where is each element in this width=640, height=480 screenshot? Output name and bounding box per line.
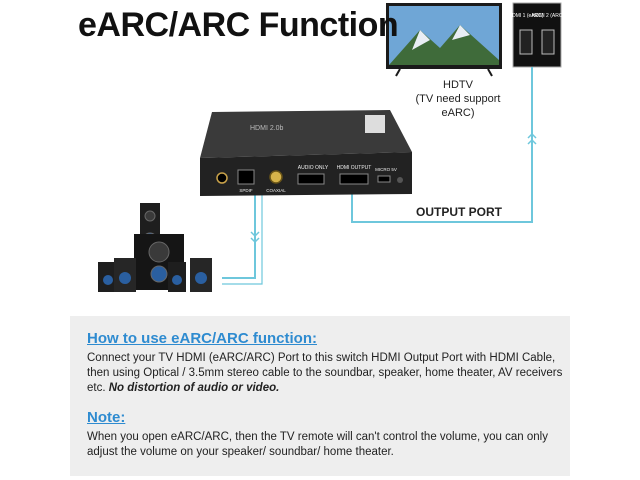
spdif-port-icon <box>237 169 255 185</box>
hdmi2-port-icon <box>541 29 555 55</box>
page-title: eARC/ARC Function <box>78 6 399 44</box>
micro-5v-label: MICRO 5V <box>375 167 397 172</box>
how-to-emphasis: No distortion of audio or video. <box>108 382 280 394</box>
note-heading: Note: <box>87 409 126 426</box>
hdmi-cable <box>351 67 537 223</box>
tv-port2-label: HDMI 2 (ARC) <box>532 13 565 19</box>
audio-jack-icon <box>216 172 228 184</box>
note-text: When you open eARC/ARC, then the TV remo… <box>87 431 548 458</box>
chevron-down-icon <box>250 231 260 238</box>
svg-text:HDMI 2.0b: HDMI 2.0b <box>250 125 284 132</box>
coaxial-port-icon <box>269 170 283 184</box>
tv-icon <box>386 3 502 77</box>
audio-cable <box>222 190 263 285</box>
hdmi-switch-device: HDMI 2.0b AUDIO ONLY HDMI OUTPUT MICRO 5… <box>200 110 412 196</box>
home-theater-speakers-icon <box>98 203 212 292</box>
how-to-heading: How to use eARC/ARC function: <box>87 330 317 347</box>
spdif-label: SPDIF <box>239 188 253 193</box>
audio-only-label: AUDIO ONLY <box>298 165 329 171</box>
info-panel <box>70 316 570 476</box>
tv-port1-label: HDMI 1 (eARC) <box>508 13 543 19</box>
chevron-up-icon <box>527 138 537 145</box>
tv-caption: HDTV (TV need support eARC) <box>398 78 518 120</box>
scene-illustration: HDMI 1 (eARC) HDMI 2 (ARC) HDMI 2.0b AUD… <box>98 2 565 292</box>
chevron-down-icon <box>250 237 260 244</box>
hdmi-output-port-icon <box>339 173 369 185</box>
tv-hdmi-ports: HDMI 1 (eARC) HDMI 2 (ARC) <box>508 2 565 68</box>
how-to-text: Connect your TV HDMI (eARC/ARC) Port to … <box>87 351 567 396</box>
chevron-up-icon <box>527 132 537 139</box>
coaxial-label: COAXIAL <box>266 188 286 193</box>
hdmi-output-label: HDMI OUTPUT <box>337 165 372 171</box>
output-port-label: OUTPUT PORT <box>416 205 502 219</box>
tv-name: HDTV <box>443 79 473 91</box>
tv-note: (TV need support eARC) <box>415 93 501 119</box>
how-to-body: Connect your TV HDMI (eARC/ARC) Port to … <box>87 352 563 394</box>
audio-only-hdmi-port-icon <box>297 173 325 185</box>
button-icon <box>397 177 403 183</box>
micro-usb-port-icon <box>377 175 391 183</box>
hdmi1-port-icon <box>519 29 533 55</box>
